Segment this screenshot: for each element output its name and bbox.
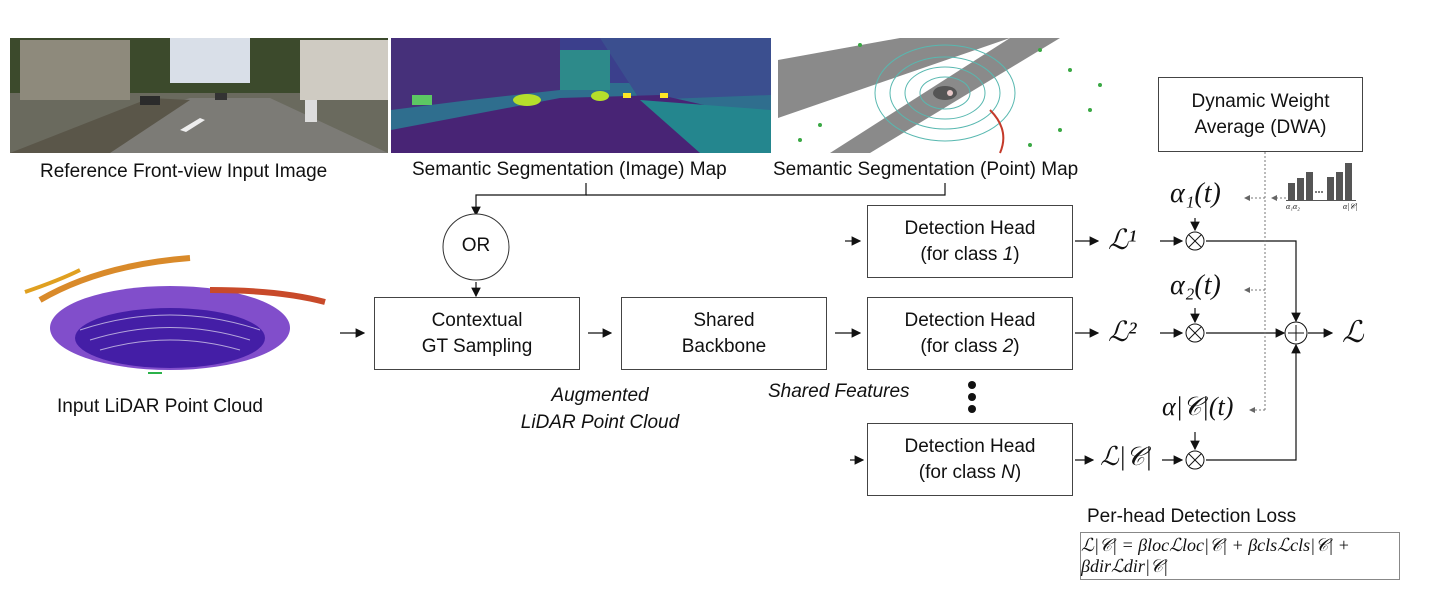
- seg-point-map: [778, 38, 1118, 154]
- front-view-caption: Reference Front-view Input Image: [40, 161, 328, 182]
- head2-subtitle: (for class 2): [920, 335, 1020, 357]
- pointcloud-caption: Input LiDAR Point Cloud: [57, 396, 263, 417]
- headN-title: Detection Head: [904, 435, 1036, 457]
- seg-image-map: [391, 38, 771, 153]
- seg-image-caption: Semantic Segmentation (Image) Map: [412, 159, 727, 180]
- detection-head-n-box: Detection Head (for class N): [867, 423, 1073, 496]
- per-head-loss-formula: ℒ|𝒞| = βlocℒloc|𝒞| + βclsℒcls|𝒞| + βdirℒ…: [1080, 532, 1400, 580]
- dwa-tick-right: α|𝒞|: [1343, 202, 1358, 211]
- shared-features-label: Shared Features: [768, 381, 910, 402]
- shared-backbone-box: Shared Backbone: [621, 297, 827, 370]
- alpha-c-symbol: α|𝒞|(t): [1162, 392, 1234, 421]
- detection-head-1-box: Detection Head (for class 1): [867, 205, 1073, 278]
- augmented-label: Augmented LiDAR Point Cloud: [520, 385, 680, 433]
- backbone-line1: Shared: [693, 309, 755, 331]
- backbone-line2: Backbone: [681, 335, 767, 357]
- lidar-point-cloud: [24, 255, 326, 374]
- alpha-2-symbol: α₂(t): [1170, 270, 1221, 301]
- sampling-line2: GT Sampling: [421, 335, 533, 357]
- dwa-line2: Average (DWA): [1194, 116, 1327, 138]
- front-view-image: [10, 38, 388, 153]
- or-circle: [442, 213, 510, 281]
- more-heads-ellipsis: [968, 381, 976, 413]
- alpha-1-symbol: α₁(t): [1170, 178, 1221, 209]
- loss-2-symbol: ℒ²: [1108, 317, 1137, 348]
- dwa-bar-chart-icon: [1286, 163, 1356, 201]
- dwa-tick-left: α₁α₂: [1286, 202, 1300, 211]
- detection-head-2-box: Detection Head (for class 2): [867, 297, 1073, 370]
- or-label: OR: [461, 235, 491, 256]
- dwa-box: Dynamic Weight Average (DWA): [1158, 77, 1363, 152]
- total-loss-symbol: ℒ: [1342, 316, 1364, 349]
- head1-subtitle: (for class 1): [920, 243, 1020, 265]
- operator-circles: [1185, 231, 1308, 470]
- contextual-gt-sampling-box: Contextual GT Sampling: [374, 297, 580, 370]
- headN-subtitle: (for class N): [918, 461, 1022, 483]
- sampling-line1: Contextual: [431, 309, 523, 331]
- head1-title: Detection Head: [904, 217, 1036, 239]
- seg-point-caption: Semantic Segmentation (Point) Map: [773, 159, 1079, 180]
- dwa-line1: Dynamic Weight: [1191, 90, 1330, 112]
- connectors: [340, 183, 1334, 465]
- per-head-loss-caption: Per-head Detection Loss: [1087, 506, 1297, 527]
- head2-title: Detection Head: [904, 309, 1036, 331]
- dwa-dotted-lines: [1244, 152, 1286, 413]
- loss-1-symbol: ℒ¹: [1108, 225, 1137, 256]
- loss-c-symbol: ℒ|𝒞|: [1100, 442, 1152, 471]
